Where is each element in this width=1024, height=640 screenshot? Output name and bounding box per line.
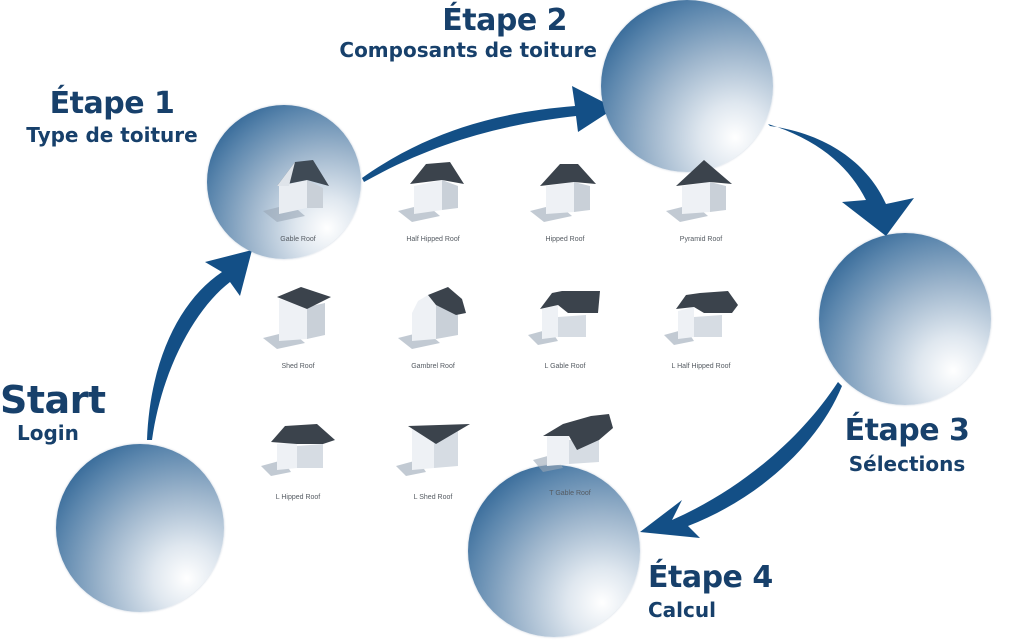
roof-tile-l-hipped[interactable]: L Hipped Roof	[243, 414, 353, 510]
pyramid-roof-icon	[666, 160, 732, 222]
gambrel-roof-icon	[398, 287, 466, 349]
roof-tile-gambrel[interactable]: Gambrel Roof	[378, 283, 488, 379]
step-label-etape3: Étape 3 Sélections	[832, 413, 982, 476]
step-circle-etape4[interactable]	[468, 465, 640, 637]
step-circle-etape3[interactable]	[819, 233, 991, 405]
step-subtitle: Calcul	[648, 598, 716, 622]
roof-tile-gable[interactable]: Gable Roof	[243, 156, 353, 252]
l-half-hipped-roof-icon	[664, 291, 738, 345]
step-label-start: Start Login	[0, 381, 106, 443]
l-shed-roof-icon	[396, 424, 470, 476]
roof-label: L Gable Roof	[544, 363, 586, 370]
roof-tile-t-gable[interactable]: T Gable Roof	[515, 410, 625, 506]
gable-roof-icon	[263, 160, 329, 222]
roof-label: Gambrel Roof	[411, 363, 455, 370]
shed-roof-icon	[263, 287, 331, 349]
step-title: Étape 2	[442, 3, 567, 38]
roof-label: T Gable Roof	[549, 490, 591, 497]
step-subtitle: Sélections	[848, 452, 966, 476]
roof-tile-hipped[interactable]: Hipped Roof	[510, 156, 620, 252]
roof-label: Gable Roof	[280, 236, 316, 243]
l-gable-roof-icon	[528, 291, 600, 345]
roof-tile-pyramid[interactable]: Pyramid Roof	[646, 156, 756, 252]
roof-label: Half Hipped Roof	[406, 236, 460, 243]
roof-label: L Hipped Roof	[275, 494, 321, 501]
step-title: Étape 4	[648, 560, 773, 595]
step-title: Étape 3	[844, 413, 970, 448]
step-label-etape2: Étape 2 Composants de toiture	[284, 3, 597, 62]
step-circle-etape2[interactable]	[601, 0, 773, 172]
arrow-etape2-to-etape3	[768, 124, 914, 236]
hipped-roof-icon	[530, 164, 596, 222]
step-label-etape1: Étape 1 Type de toiture	[10, 86, 214, 147]
step-subtitle: Composants de toiture	[339, 38, 597, 62]
roof-tile-l-half-hipped[interactable]: L Half Hipped Roof	[646, 283, 756, 379]
l-hipped-roof-icon	[261, 424, 335, 476]
roof-label: L Half Hipped Roof	[671, 363, 731, 370]
half-hipped-roof-icon	[398, 162, 464, 222]
roof-tile-shed[interactable]: Shed Roof	[243, 283, 353, 379]
roof-tile-l-gable[interactable]: L Gable Roof	[510, 283, 620, 379]
arrow-etape3-to-etape4	[640, 382, 842, 538]
step-title: Start	[0, 378, 106, 422]
roof-tile-half-hipped[interactable]: Half Hipped Roof	[378, 156, 488, 252]
step-subtitle: Login	[17, 421, 79, 445]
roof-label: Hipped Roof	[545, 236, 585, 243]
roof-label: Pyramid Roof	[679, 236, 723, 243]
roof-tile-l-shed[interactable]: L Shed Roof	[378, 414, 488, 510]
step-title: Étape 1	[49, 86, 175, 121]
t-gable-roof-icon	[533, 414, 613, 472]
step-subtitle: Type de toiture	[26, 123, 198, 147]
arrow-start-to-etape1	[147, 250, 252, 440]
step-circle-start[interactable]	[56, 444, 224, 612]
step-label-etape4: Étape 4 Calcul	[648, 560, 773, 622]
roof-label: L Shed Roof	[413, 494, 453, 501]
roof-label: Shed Roof	[281, 363, 315, 370]
